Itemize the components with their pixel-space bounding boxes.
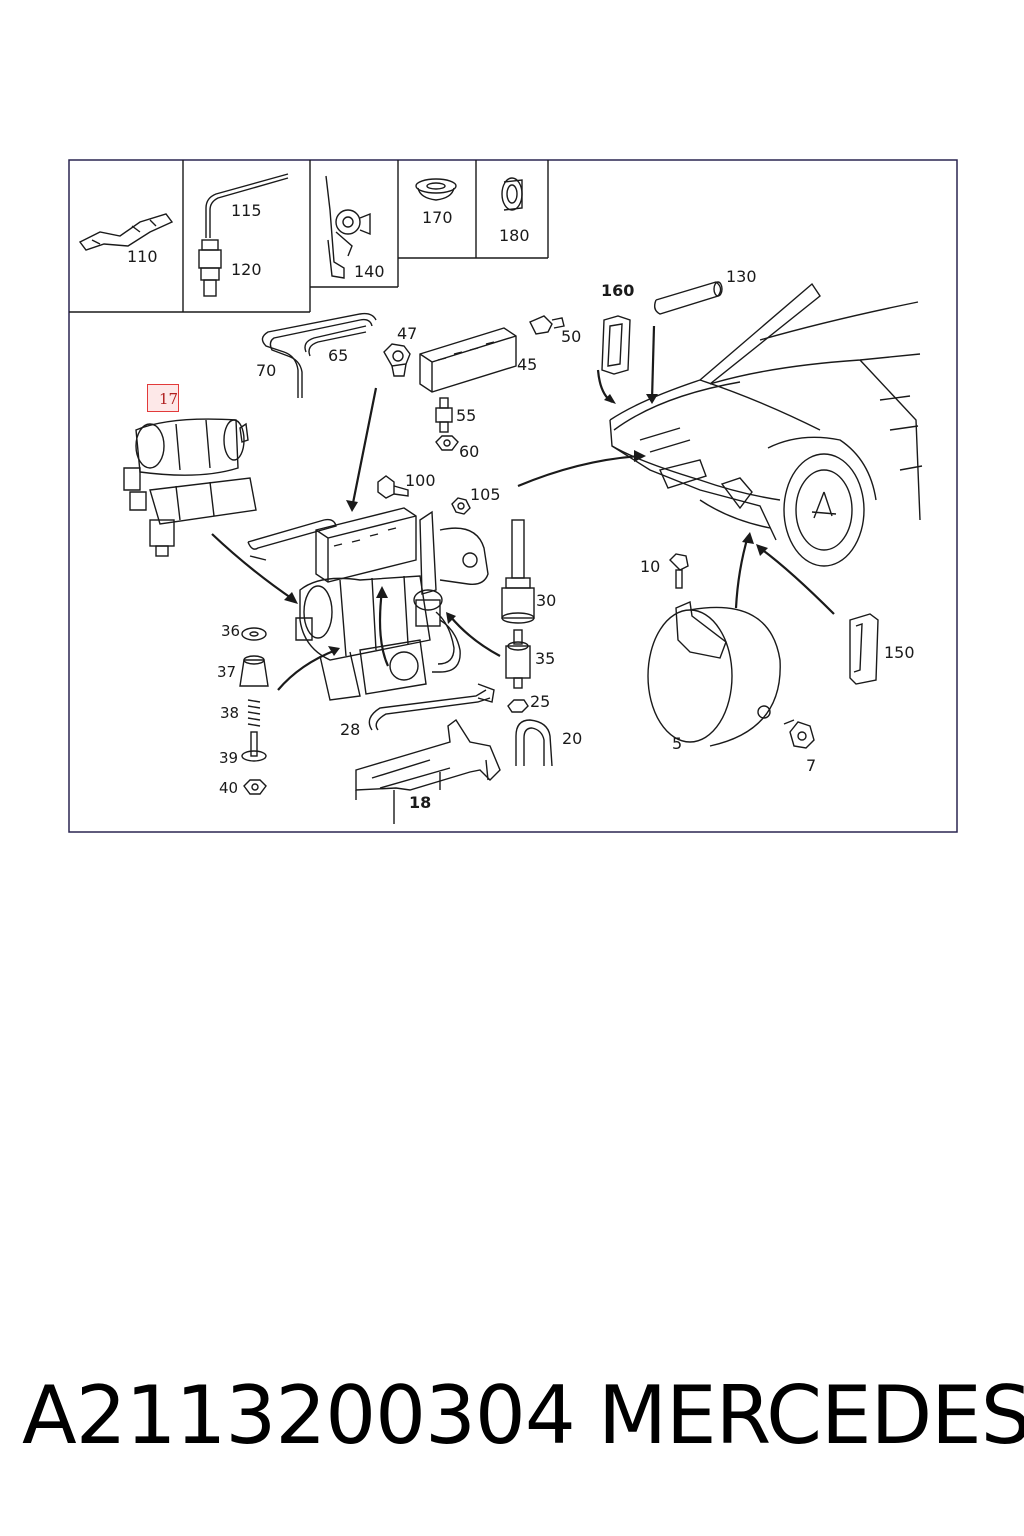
callout-65: 65 [328, 346, 349, 365]
callout-18: 18 [409, 793, 432, 812]
callout-30: 30 [536, 591, 557, 610]
reservoir-5-drawing [647, 600, 781, 747]
callout-105: 105 [470, 485, 501, 504]
line-115-connector-120-drawing [198, 173, 289, 297]
parts-diagram [68, 159, 958, 833]
brand-name: MERCEDES [598, 1369, 1024, 1462]
diagram-frame-border [68, 159, 958, 833]
clip-140-drawing [325, 175, 371, 279]
sensor-150-drawing [849, 613, 879, 685]
callout-50: 50 [561, 327, 582, 346]
holder-160-drawing [601, 315, 631, 375]
sensor-50-drawing [529, 315, 565, 335]
hose-20-drawing [515, 719, 553, 767]
highlighted-part-number: 17 [159, 390, 179, 408]
callout-45: 45 [517, 355, 538, 374]
callout-120: 120 [231, 260, 262, 279]
footer: A2113200304 MERCEDES [0, 1372, 1024, 1472]
callout-160: 160 [601, 281, 635, 300]
lines-65-70-drawing [261, 312, 377, 398]
callout-35: 35 [535, 649, 556, 668]
highlighted-part-label[interactable]: 17 [147, 384, 179, 412]
mounting-parts-36-40-drawing [239, 627, 269, 795]
callout-20: 20 [562, 729, 583, 748]
callout-28: 28 [340, 720, 361, 739]
compressor-17-drawing [123, 418, 257, 557]
callout-10: 10 [640, 557, 661, 576]
callout-7: 7 [806, 756, 817, 775]
plug-7-drawing [783, 719, 815, 749]
sleeve-130-drawing [653, 281, 723, 315]
callout-47: 47 [397, 324, 418, 343]
callout-70: 70 [256, 361, 277, 380]
callout-40: 40 [219, 779, 239, 797]
callout-55: 55 [456, 406, 477, 425]
grommet-180-drawing [501, 177, 523, 211]
valve-block-45-drawing [419, 327, 517, 393]
bolt-100-nut-105-drawing [377, 475, 471, 515]
air-supply-unit-drawing [247, 507, 489, 701]
callout-115: 115 [231, 201, 262, 220]
callout-170: 170 [422, 208, 453, 227]
callout-130: 130 [726, 267, 757, 286]
callout-110: 110 [127, 247, 158, 266]
arrow-heads [284, 394, 768, 656]
filter-30-drawing [501, 519, 535, 624]
filter-35-drawing [505, 629, 531, 713]
fitting-55-nut-60-drawing [435, 397, 459, 451]
callout-150: 150 [884, 643, 915, 662]
bolt-10-drawing [669, 553, 689, 589]
bracket-110-drawing [78, 213, 174, 251]
callout-60: 60 [459, 442, 480, 461]
callout-5: 5 [672, 734, 683, 753]
grommet-170-drawing [415, 178, 457, 201]
callout-36: 36 [221, 622, 241, 640]
callout-38: 38 [220, 704, 240, 722]
hose-28-drawing [368, 683, 495, 731]
car-front-drawing [609, 282, 923, 567]
callout-39: 39 [219, 749, 239, 767]
bracket-18-drawing [355, 718, 501, 824]
callout-180: 180 [499, 226, 530, 245]
callout-140: 140 [354, 262, 385, 281]
part-number: A2113200304 [22, 1369, 576, 1462]
callout-100: 100 [405, 471, 436, 490]
callout-25: 25 [530, 692, 551, 711]
callout-37: 37 [217, 663, 237, 681]
nut-47-drawing [383, 343, 411, 377]
